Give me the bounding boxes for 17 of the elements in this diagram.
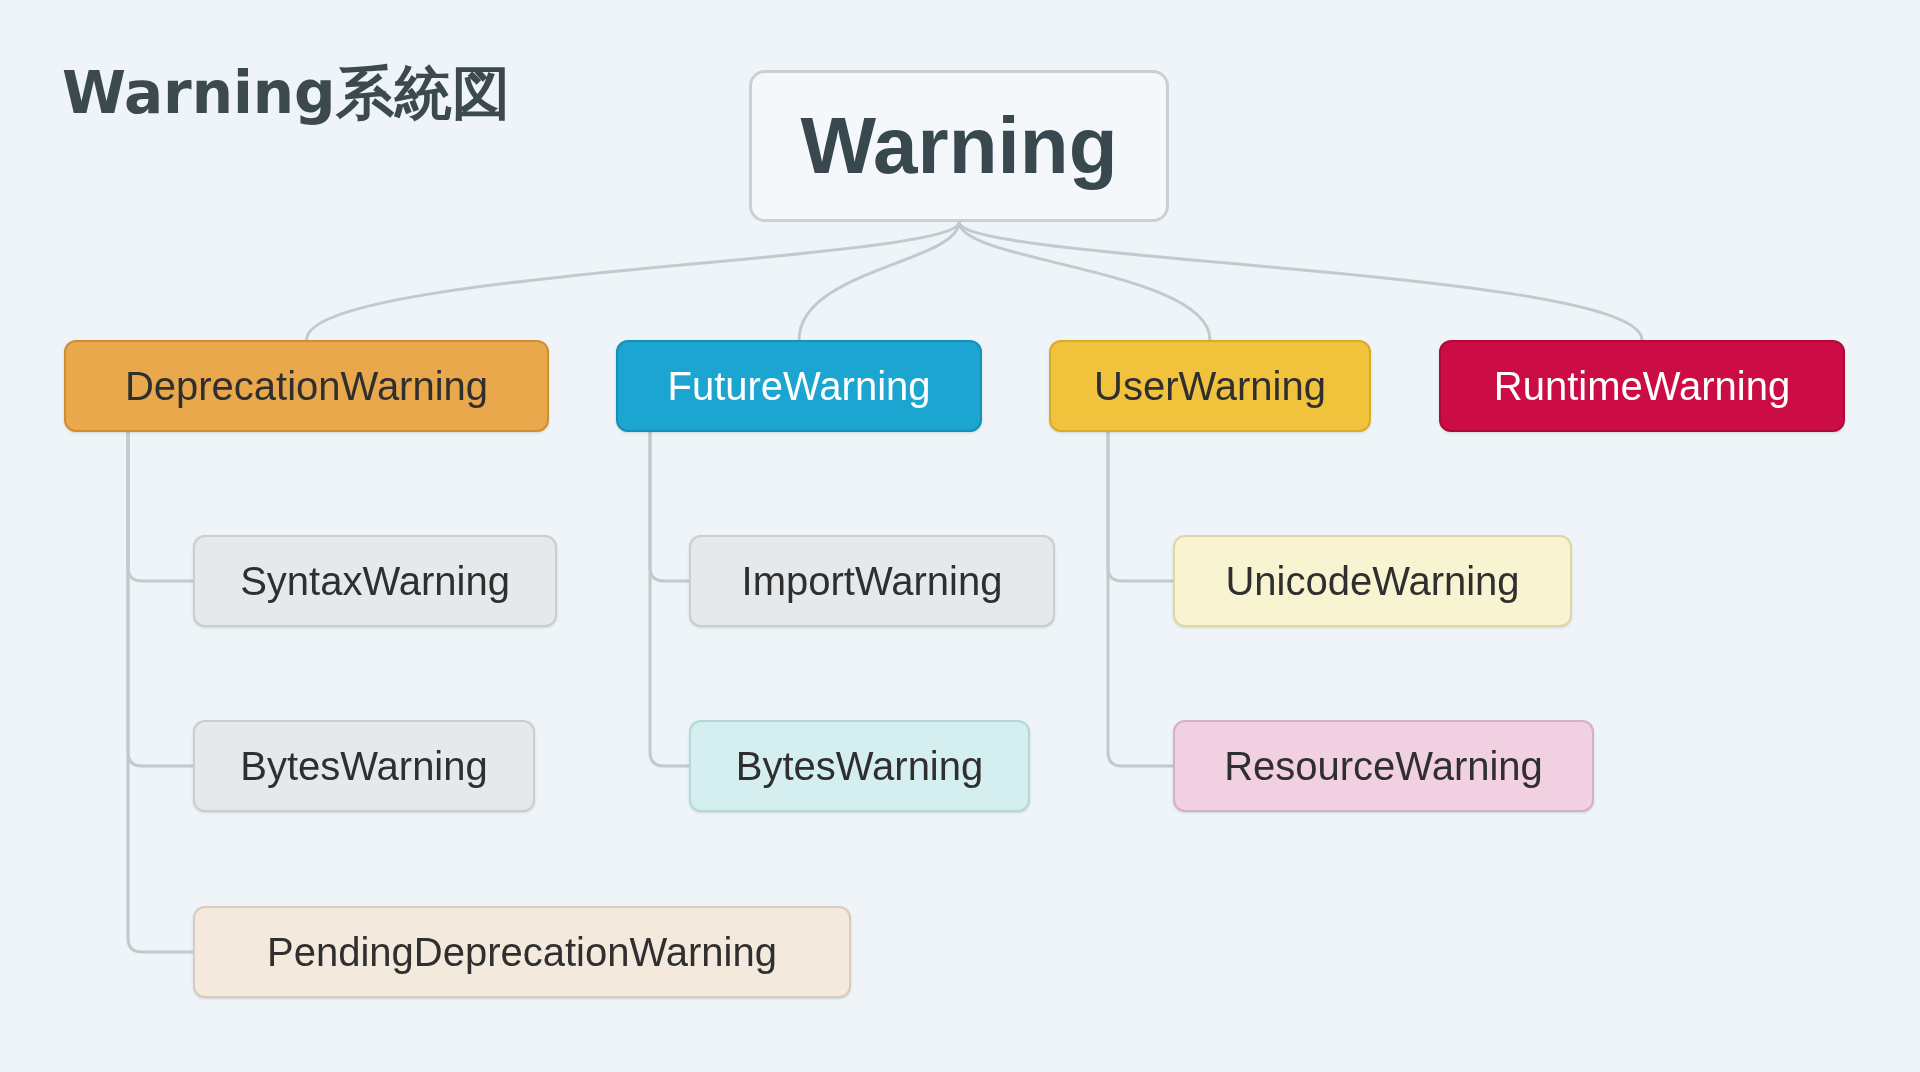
class-box: ImportWarning <box>689 535 1055 627</box>
class-box: SyntaxWarning <box>193 535 557 627</box>
class-box: DeprecationWarning <box>64 340 549 432</box>
connector-line <box>648 432 689 768</box>
connector-line <box>958 220 1644 341</box>
diagram-title: Warning系統図 <box>62 58 510 129</box>
connector-line <box>126 432 193 954</box>
class-box: BytesWarning <box>689 720 1030 812</box>
class-box: RuntimeWarning <box>1439 340 1845 432</box>
class-box: UserWarning <box>1049 340 1371 432</box>
connector-line <box>1106 432 1173 768</box>
root-class-box: Warning <box>749 70 1169 222</box>
class-box: BytesWarning <box>193 720 535 812</box>
class-box: ResourceWarning <box>1173 720 1594 812</box>
class-box: PendingDeprecationWarning <box>193 906 851 998</box>
class-box: FutureWarning <box>616 340 982 432</box>
class-box: UnicodeWarning <box>1173 535 1572 627</box>
